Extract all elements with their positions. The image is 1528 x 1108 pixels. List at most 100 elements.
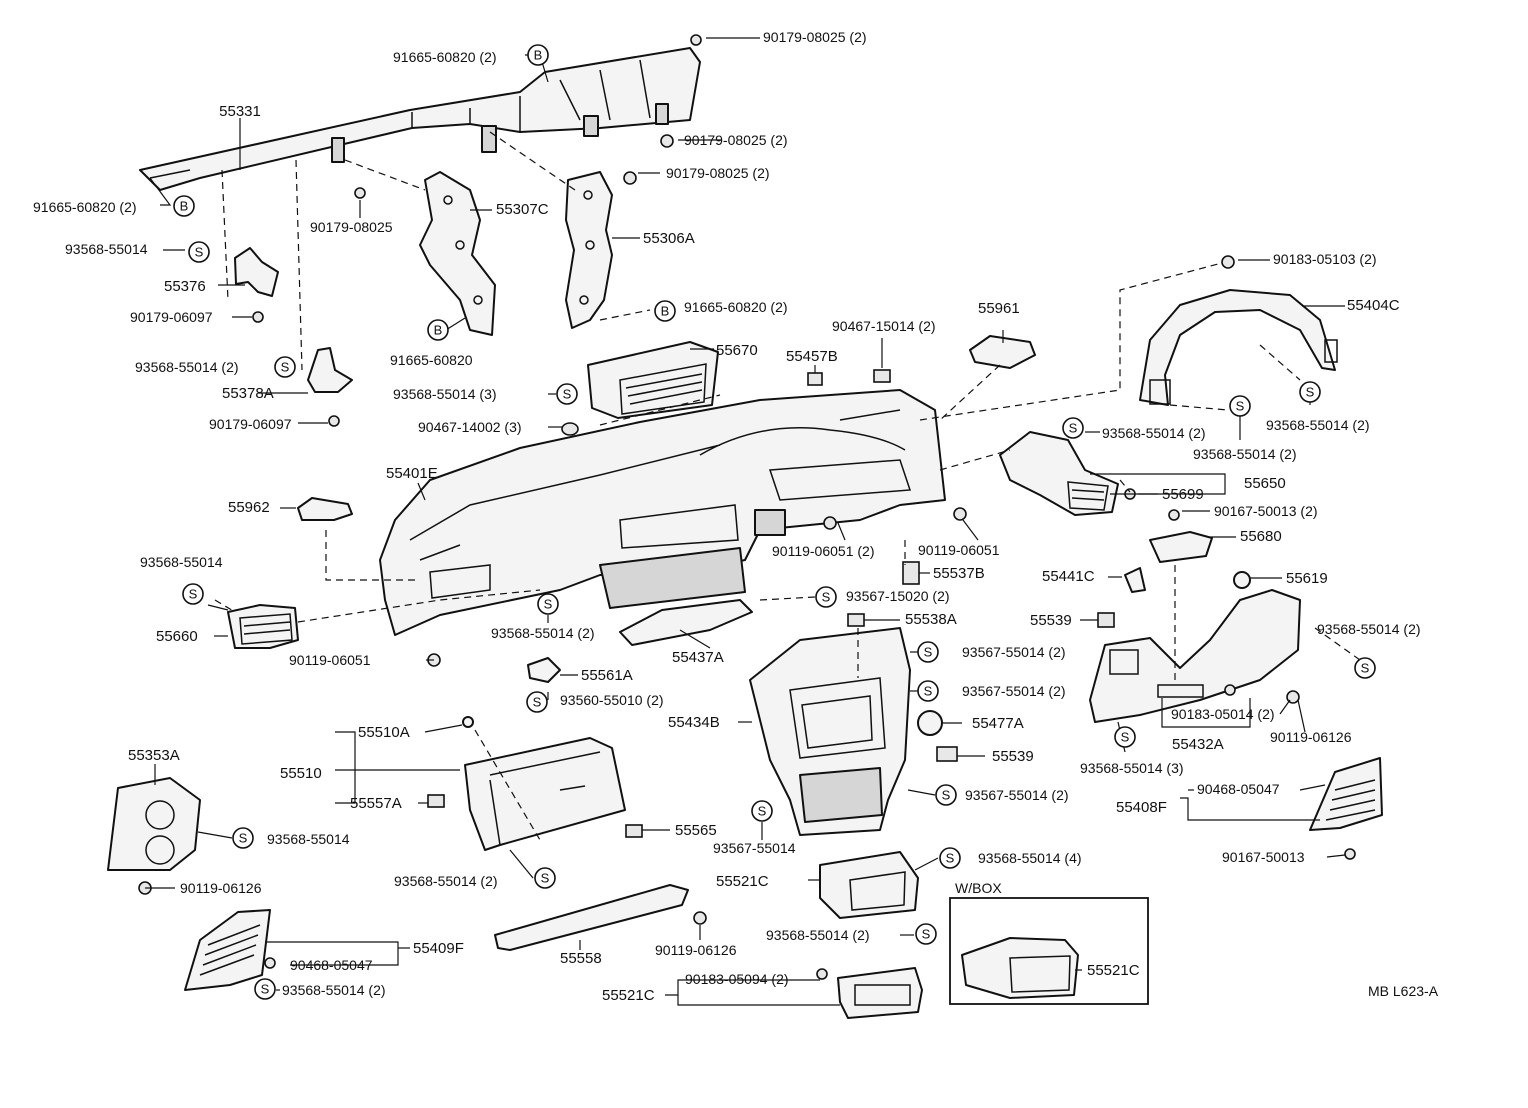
marker-s-13: S xyxy=(526,691,548,713)
label-55962: 55962 xyxy=(228,499,270,516)
marker-s-21: S xyxy=(254,978,276,1000)
label-55510: 55510 xyxy=(280,765,322,782)
svg-text:S: S xyxy=(533,695,542,710)
strip-55558 xyxy=(494,884,689,951)
label-93568-55014-2-i: 93568-55014 (2) xyxy=(282,982,386,998)
label-90467-14002-3: 90467-14002 (3) xyxy=(418,419,522,435)
part-55538A xyxy=(847,613,865,627)
marker-s-12: S xyxy=(917,680,939,702)
part-55680 xyxy=(1149,531,1213,563)
label-55561A: 55561A xyxy=(581,667,633,684)
label-93560-55010-2: 93560-55010 (2) xyxy=(560,692,664,708)
center-vent-55670 xyxy=(587,341,719,419)
svg-text:S: S xyxy=(946,851,955,866)
label-55510A: 55510A xyxy=(358,724,410,741)
label-55565: 55565 xyxy=(675,822,717,839)
svg-text:S: S xyxy=(1236,399,1245,414)
label-55409F: 55409F xyxy=(413,940,464,957)
left-vent-55660 xyxy=(227,604,299,649)
marker-s-10: S xyxy=(1354,657,1376,679)
label-55353A: 55353A xyxy=(128,747,180,764)
label-90183-05014-2: 90183-05014 (2) xyxy=(1171,706,1275,722)
marker-b-4: B xyxy=(427,319,449,341)
label-55306A: 55306A xyxy=(643,230,695,247)
marker-s-7: S xyxy=(182,583,204,605)
label-93568-55014-2-f: 93568-55014 (2) xyxy=(1317,621,1421,637)
label-93568-55014-c: 93568-55014 xyxy=(267,831,350,847)
svg-text:S: S xyxy=(822,590,831,605)
marker-s-5: S xyxy=(1229,395,1251,417)
label-55401E: 55401E xyxy=(386,465,438,482)
part-55441C xyxy=(1124,567,1146,593)
marker-s-11: S xyxy=(917,641,939,663)
svg-text:S: S xyxy=(1121,730,1130,745)
center-cluster-55434B xyxy=(749,627,911,836)
right-grille-55408F xyxy=(1309,757,1383,831)
part-55457B xyxy=(807,372,823,386)
label-93567-55014: 93567-55014 xyxy=(713,840,796,856)
part-55962 xyxy=(297,497,353,521)
label-90179-06097-b: 90179-06097 xyxy=(209,416,292,432)
svg-text:S: S xyxy=(942,788,951,803)
knob-55477A xyxy=(917,710,943,736)
svg-text:S: S xyxy=(1069,421,1078,436)
marker-s-16: S xyxy=(751,800,773,822)
label-91665-60820: 91665-60820 xyxy=(390,352,473,368)
label-55307C: 55307C xyxy=(496,201,549,218)
label-55699: 55699 xyxy=(1162,486,1204,503)
svg-text:B: B xyxy=(661,304,670,319)
label-90167-50013-2: 90167-50013 (2) xyxy=(1214,503,1318,519)
label-55538A: 55538A xyxy=(905,611,957,628)
label-91665-60820-2-top: 91665-60820 (2) xyxy=(393,49,497,65)
label-90179-08025-2-mid: 90179-08025 (2) xyxy=(684,132,788,148)
label-91665-60820-2-b: 91665-60820 (2) xyxy=(684,299,788,315)
label-55619: 55619 xyxy=(1286,570,1328,587)
part-55539-a xyxy=(1097,612,1115,628)
label-93568-55014-2-h: 93568-55014 (2) xyxy=(766,927,870,943)
marker-b-2: B xyxy=(173,195,195,217)
marker-s-9: S xyxy=(815,586,837,608)
part-55961 xyxy=(969,335,1036,369)
svg-text:S: S xyxy=(281,360,290,375)
label-55521C-a: 55521C xyxy=(716,873,769,890)
label-90179-08025-2-right: 90179-08025 (2) xyxy=(666,165,770,181)
label-90167-50013: 90167-50013 xyxy=(1222,849,1305,865)
circled-markers: B B B B S S S S S S S S S S S S S S S S … xyxy=(173,44,1376,1000)
bracket-55437A xyxy=(619,599,753,646)
left-grille-55409F xyxy=(184,909,271,991)
label-93568-55014-a: 93568-55014 xyxy=(65,241,148,257)
label-55437A: 55437A xyxy=(672,649,724,666)
marker-s-4: S xyxy=(1062,417,1084,439)
label-wbox: W/BOX xyxy=(955,880,1002,896)
label-93568-55014-2-b: 93568-55014 (2) xyxy=(1102,425,1206,441)
label-93568-55014-2-g: 93568-55014 (2) xyxy=(394,873,498,889)
label-55378A: 55378A xyxy=(222,385,274,402)
label-55660: 55660 xyxy=(156,628,198,645)
label-55434B: 55434B xyxy=(668,714,720,731)
label-90119-06126-c: 90119-06126 xyxy=(655,942,737,958)
marker-s-1: S xyxy=(188,241,210,263)
marker-s-14: S xyxy=(1114,726,1136,748)
label-90179-08025: 90179-08025 xyxy=(310,219,393,235)
marker-s-15: S xyxy=(935,784,957,806)
left-cover-55353A xyxy=(107,777,201,871)
marker-b-3: B xyxy=(654,300,676,322)
side-vent-55650 xyxy=(999,431,1119,516)
wbox-inset xyxy=(949,897,1149,1005)
label-55408F: 55408F xyxy=(1116,799,1167,816)
label-90119-06126-a: 90119-06126 xyxy=(1270,729,1352,745)
part-55561A xyxy=(527,657,561,683)
label-93567-15020-2: 93567-15020 (2) xyxy=(846,588,950,604)
reference-lines xyxy=(214,131,1361,841)
label-55521C-b: 55521C xyxy=(602,987,655,1004)
label-90179-06097-a: 90179-06097 xyxy=(130,309,213,325)
clip-90467-15014 xyxy=(873,369,891,383)
part-55619 xyxy=(1233,571,1251,589)
label-55521C-c: 55521C xyxy=(1087,962,1140,979)
label-90468-05047-b: 90468-05047 xyxy=(290,957,373,973)
svg-text:B: B xyxy=(180,199,189,214)
marker-s-20: S xyxy=(915,923,937,945)
marker-s-18: S xyxy=(534,867,556,889)
label-90179-08025-2-top: 90179-08025 (2) xyxy=(763,29,867,45)
